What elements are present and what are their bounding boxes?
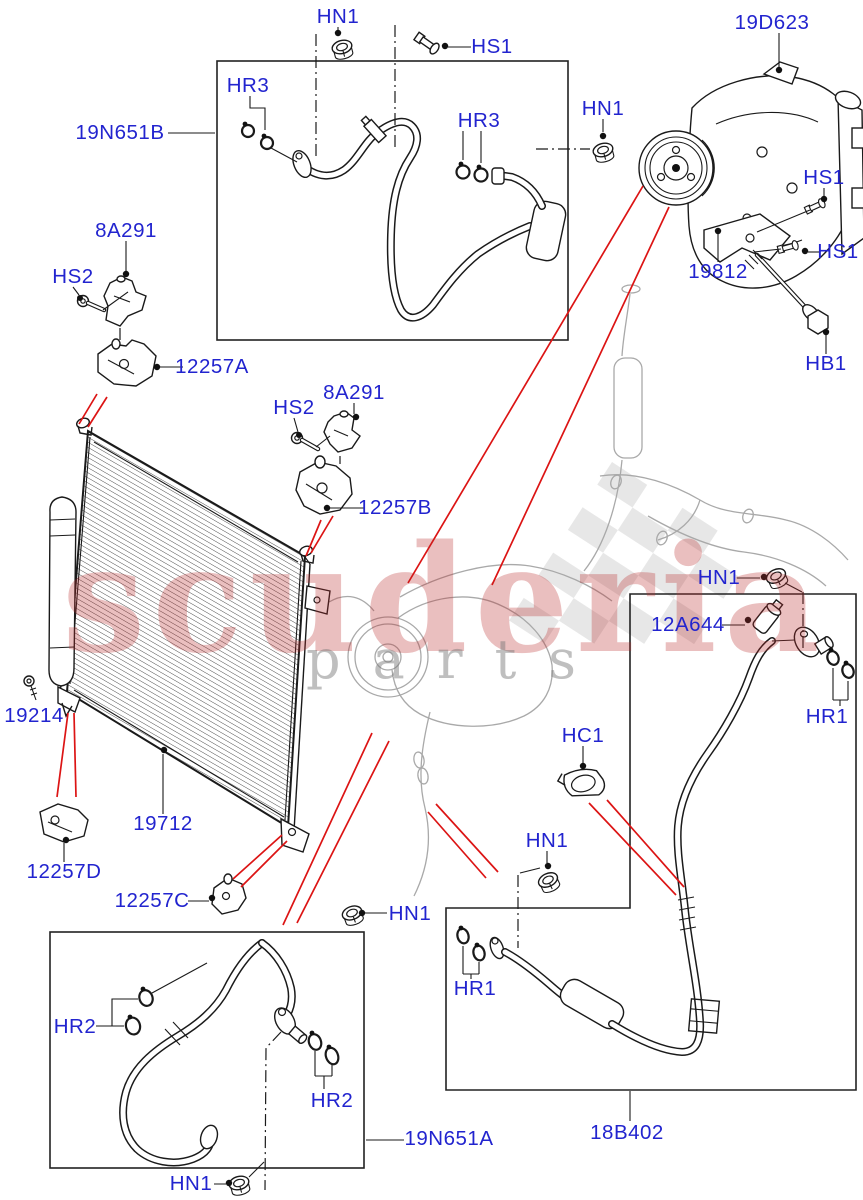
part-label-12257d[interactable]: 12257D (26, 859, 102, 883)
part-label-hn1-3[interactable]: HN1 (697, 565, 741, 589)
hose-19n651b-drawing (240, 115, 567, 318)
part-label-hr2-2[interactable]: HR2 (310, 1088, 354, 1112)
pipe-18b402-drawing (456, 598, 855, 1052)
part-label-hs2-1[interactable]: HS2 (52, 264, 94, 288)
part-label-19712[interactable]: 19712 (133, 811, 193, 835)
part-label-hb1[interactable]: HB1 (805, 351, 847, 375)
bracket-8a291-2-drawing (323, 410, 361, 453)
box-18b402 (445, 593, 857, 1091)
screw-19214-drawing (23, 675, 38, 701)
bracket-12257a-drawing (97, 338, 157, 387)
watermark-flag (509, 462, 739, 645)
compressor-19d623-drawing (412, 31, 863, 335)
part-label-hr1-2[interactable]: HR1 (453, 976, 497, 1000)
part-label-12a644[interactable]: 12A644 (651, 612, 725, 636)
leader-lines (62, 27, 849, 1187)
part-label-hr3-2[interactable]: HR3 (457, 108, 501, 132)
part-label-hn1-2[interactable]: HN1 (581, 96, 625, 120)
box-19n651b (216, 60, 569, 341)
part-label-19812[interactable]: 19812 (688, 259, 748, 283)
part-label-hs1-1[interactable]: HS1 (471, 34, 513, 58)
installed-view-underlay (328, 284, 849, 897)
part-label-12257b[interactable]: 12257B (358, 495, 432, 519)
hose-19n651a-drawing (123, 943, 340, 1162)
part-label-19n651b[interactable]: 19N651B (75, 120, 165, 144)
box-19n651a (49, 931, 365, 1169)
part-label-hc1[interactable]: HC1 (561, 723, 605, 747)
part-label-19214[interactable]: 19214 (4, 703, 64, 727)
part-label-18b402[interactable]: 18B402 (590, 1120, 664, 1144)
assembly-centerlines (119, 25, 804, 1191)
part-label-hn1-5[interactable]: HN1 (388, 901, 432, 925)
bracket-12257d-drawing (39, 803, 89, 843)
part-label-hn1-1[interactable]: HN1 (316, 4, 360, 28)
part-label-hr1-1[interactable]: HR1 (805, 704, 849, 728)
part-label-19d623[interactable]: 19D623 (734, 10, 810, 34)
part-label-8a291-2[interactable]: 8A291 (323, 380, 385, 404)
part-label-12257c[interactable]: 12257C (114, 888, 190, 912)
clip-hc1-drawing (556, 768, 606, 797)
bolt-hs1-top-drawing (412, 31, 440, 55)
part-label-hn1-6[interactable]: HN1 (169, 1171, 213, 1195)
valve-12a644-drawing (752, 598, 784, 634)
part-label-hs2-2[interactable]: HS2 (273, 395, 315, 419)
part-label-hn1-4[interactable]: HN1 (525, 828, 569, 852)
nut-hn1-drawings (228, 39, 789, 1196)
bolt-hb1-drawing (744, 249, 829, 335)
bolt-hs2-2-drawing (290, 431, 319, 450)
part-label-hs1-2[interactable]: HS1 (803, 165, 845, 189)
part-label-hr2-1[interactable]: HR2 (53, 1014, 97, 1038)
part-label-19n651a[interactable]: 19N651A (404, 1126, 494, 1150)
part-label-8a291-1[interactable]: 8A291 (95, 218, 157, 242)
part-label-hr3-1[interactable]: HR3 (226, 73, 270, 97)
red-leader-lines (56, 185, 685, 926)
bracket-12257b-drawing (295, 455, 353, 515)
bracket-8a291-1-drawing (103, 275, 147, 327)
part-label-12257a[interactable]: 12257A (175, 354, 249, 378)
bolt-hs1-b-drawing (776, 240, 799, 255)
condenser-19712-drawing (23, 417, 331, 853)
bracket-12257c-drawing (211, 873, 247, 915)
part-label-hs1-3[interactable]: HS1 (817, 239, 859, 263)
